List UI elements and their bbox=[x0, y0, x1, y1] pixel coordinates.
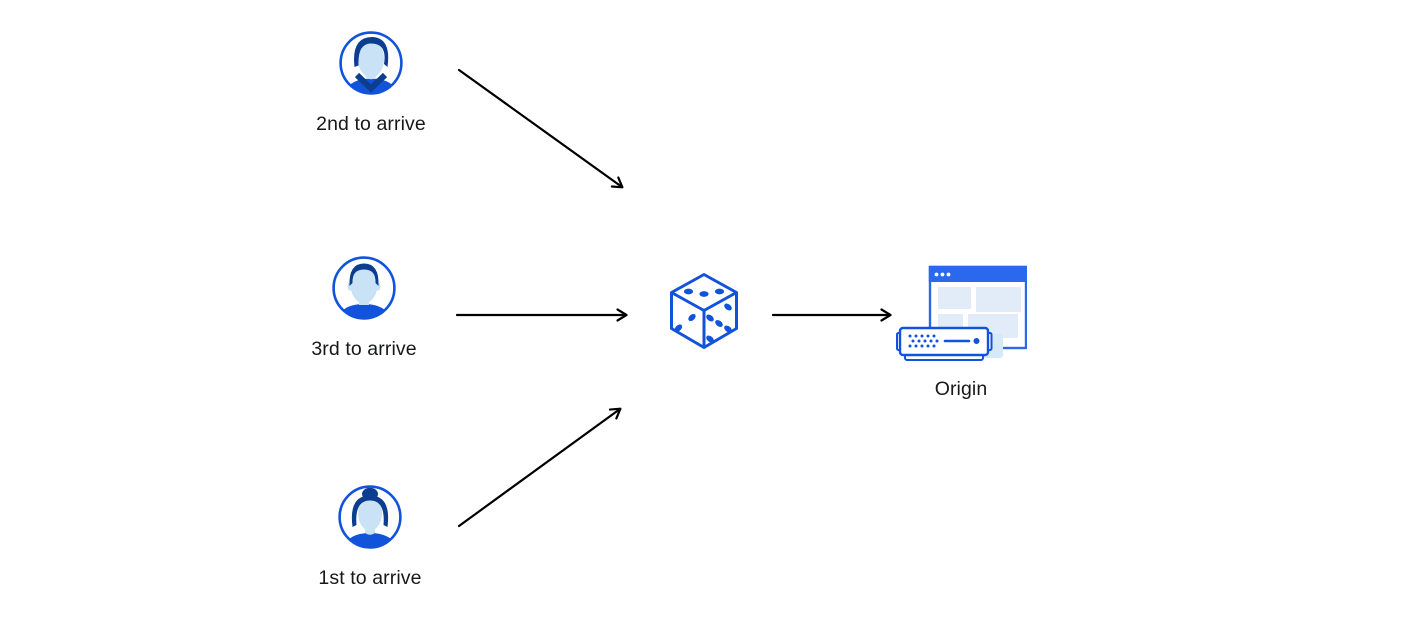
arrow-visitor1st-to-dice bbox=[457, 407, 622, 528]
avatar-man-short-hair-icon bbox=[332, 256, 396, 320]
avatar-woman-bun-icon bbox=[338, 485, 402, 549]
node-randomizer bbox=[668, 271, 740, 351]
server-icon bbox=[896, 326, 1003, 361]
visitor-2nd-label: 2nd to arrive bbox=[316, 113, 426, 135]
visitor-3rd-label: 3rd to arrive bbox=[311, 338, 417, 360]
node-origin: Origin bbox=[895, 262, 1027, 400]
visitor-1st-label: 1st to arrive bbox=[318, 567, 422, 589]
avatar-man-swept-hair-icon bbox=[339, 31, 403, 95]
node-visitor-2nd: 2nd to arrive bbox=[301, 30, 441, 135]
dice-icon bbox=[670, 273, 738, 349]
origin-server-icon bbox=[896, 265, 1027, 361]
node-visitor-3rd: 3rd to arrive bbox=[294, 255, 434, 360]
node-visitor-1st: 1st to arrive bbox=[300, 484, 440, 589]
arrow-visitor2nd-to-dice bbox=[457, 68, 624, 189]
origin-label: Origin bbox=[934, 378, 988, 400]
